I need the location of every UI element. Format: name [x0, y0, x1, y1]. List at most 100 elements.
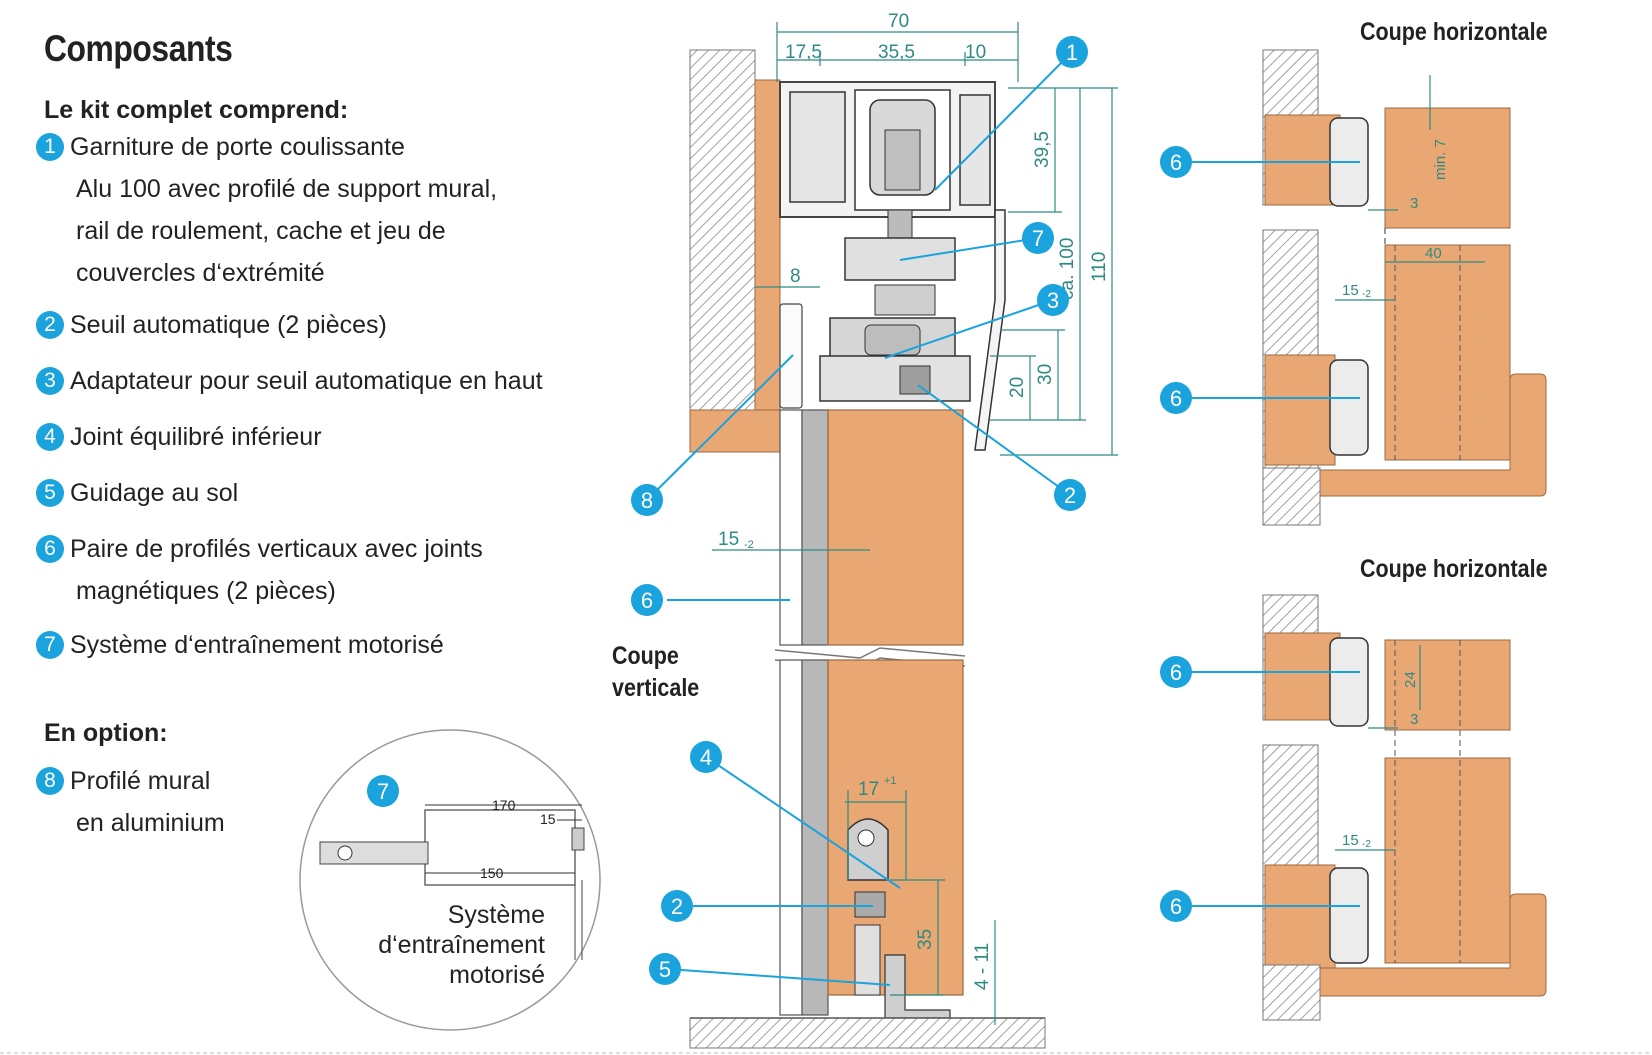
callout-label: 4	[700, 745, 712, 770]
callout-label: 8	[641, 488, 653, 513]
track-inner	[789, 91, 846, 203]
door-wood	[1384, 244, 1511, 461]
label-line: Coupe	[612, 642, 679, 670]
item-number: 7	[36, 631, 64, 659]
dim-15-tol: -2	[744, 539, 754, 551]
hanger-rod	[887, 209, 913, 241]
dim-4-11: 4 - 11	[972, 943, 993, 990]
dim-3: 3	[1410, 195, 1418, 212]
dim-3: 3	[1410, 711, 1418, 728]
carriage-inner	[884, 129, 921, 191]
door-profile	[801, 409, 829, 646]
inset-150: 150	[480, 865, 504, 881]
screw	[857, 829, 875, 847]
side-profile	[1329, 867, 1369, 964]
caption-line: motorisé	[449, 961, 545, 989]
item-text: Alu 100 avec profilé de support mural,	[76, 175, 498, 203]
label-coupe-horizontale-1: Coupe horizontale	[1360, 18, 1548, 46]
option-heading: En option:	[44, 719, 168, 747]
cable	[574, 880, 583, 960]
door-wood	[1384, 107, 1511, 229]
wall-wood	[754, 79, 781, 451]
item-number: 4	[36, 423, 64, 451]
dim-15: 15	[718, 529, 739, 550]
dim-ca-100: ca. 100	[1057, 238, 1078, 300]
callout-badge: 4	[690, 741, 722, 773]
item-text: en aluminium	[76, 809, 225, 837]
callout-label: 6	[1170, 894, 1182, 919]
callout-badge: 6	[1160, 890, 1192, 922]
horizontal-section-1: min. 7 3 40 15 -2	[1192, 49, 1547, 526]
track-inner	[959, 94, 991, 206]
item-number: 2	[36, 311, 64, 339]
door-wood	[1384, 639, 1511, 731]
door-wood	[827, 409, 964, 646]
inset-170: 170	[492, 797, 516, 813]
callout-label: 2	[1064, 483, 1076, 508]
threshold-top	[819, 355, 971, 402]
callout-badge: 6	[1160, 146, 1192, 178]
inset-detail: 170 15 150	[299, 729, 601, 1031]
item-text: Paire de profilés verticaux avec joints	[70, 535, 483, 563]
dim-15-tol: -2	[1362, 839, 1371, 850]
item-text: Seuil automatique (2 pièces)	[70, 311, 387, 339]
item-text: couvercles d‘extrémité	[76, 259, 325, 287]
label-line: verticale	[612, 674, 700, 702]
wall-wood	[1264, 864, 1336, 976]
label-coupe-verticale: Coupe verticale	[612, 640, 699, 704]
horizontal-section-2: 24 3 15 -2	[1192, 594, 1547, 1021]
callout-badge: 5	[649, 953, 681, 985]
dim-110: 110	[1089, 252, 1110, 282]
dim-8: 8	[790, 266, 801, 287]
item-number: 8	[36, 767, 64, 795]
dim-40: 40	[1425, 245, 1442, 262]
inset-15: 15	[540, 811, 556, 827]
callout-badge: 3	[1037, 284, 1069, 316]
callouts: 1 7 3 2 8 6 4 2 5 6 6 6 6 7	[367, 36, 1192, 985]
door-glass	[779, 659, 803, 1016]
break-line	[774, 647, 966, 659]
pulley	[337, 845, 353, 861]
item-text: Profilé mural	[70, 767, 211, 795]
callout-badge: 2	[1054, 479, 1086, 511]
item-number: 1	[36, 133, 64, 161]
seal-block	[854, 891, 886, 918]
dim-70: 70	[888, 11, 909, 32]
callout-badge: 7	[1022, 222, 1054, 254]
door-wood	[1384, 757, 1511, 964]
caption-line: d‘entraînement	[378, 931, 545, 959]
wall-wood	[1264, 632, 1341, 721]
frame-wood	[1319, 893, 1547, 997]
item-number: 6	[36, 535, 64, 563]
callout-label: 6	[1170, 386, 1182, 411]
callout-label: 7	[377, 779, 389, 804]
callout-label: 6	[1170, 150, 1182, 175]
item-text: Garniture de porte coulissante	[70, 133, 405, 161]
dim-20: 20	[1007, 377, 1028, 398]
callout-badge: 6	[1160, 656, 1192, 688]
track-strip	[319, 841, 429, 865]
dim-17-5: 17,5	[785, 42, 822, 63]
callout-label: 6	[1170, 660, 1182, 685]
callout-badge: 7	[367, 775, 399, 807]
wall-hatch	[1262, 467, 1321, 526]
dim-30: 30	[1035, 364, 1056, 385]
item-text: magnétiques (2 pièces)	[76, 577, 336, 605]
wall-hatch	[689, 49, 756, 411]
item-number: 5	[36, 479, 64, 507]
item-text: rail de roulement, cache et jeu de	[76, 217, 446, 245]
callout-badge: 2	[661, 890, 693, 922]
callout-label: 3	[1047, 288, 1059, 313]
label-coupe-horizontale-2: Coupe horizontale	[1360, 555, 1548, 583]
callout-label: 7	[1032, 226, 1044, 251]
item-text: Joint équilibré inférieur	[70, 423, 322, 451]
nut	[874, 284, 936, 316]
dim-15: 15	[1342, 832, 1359, 849]
bracket	[571, 827, 585, 851]
